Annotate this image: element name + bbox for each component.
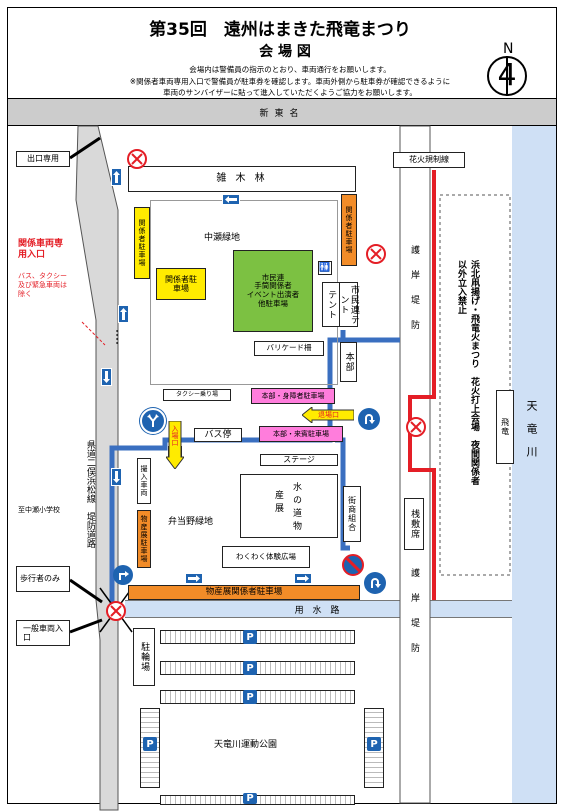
school-label: 至中瀬小学校 <box>18 506 60 514</box>
citizen-parking: 市民連 手筒関係者 イベント出演者 他駐車場 <box>233 250 313 332</box>
stage-box: ステージ <box>260 454 338 466</box>
staff-parking-yellow: 関係者駐車場 <box>156 268 206 300</box>
honbu-box: 本部 <box>340 342 357 382</box>
guest-parking: 本部・来賓駐車場 <box>259 426 343 442</box>
tenryu-river-label: 天竜川 <box>525 400 538 469</box>
parking-row-4 <box>160 795 355 805</box>
arrow-down-icon-2 <box>111 468 122 486</box>
no-entry-icon-2 <box>366 244 386 264</box>
products-staff-parking: 物産展関係者駐車場 <box>128 585 360 600</box>
split-direction-icon <box>140 408 166 434</box>
wakuwaku-box: わくわく体験広場 <box>222 546 310 568</box>
arrow-down-icon-1 <box>101 368 112 386</box>
parking-icon-3: P <box>243 690 257 704</box>
arrow-right-icon-2 <box>294 573 312 584</box>
entry-label: 入場口 <box>171 425 179 446</box>
zokibayashi-area: 雑 木 林 <box>128 166 356 192</box>
products-parking-v: 物産展駐車場 <box>137 510 151 568</box>
arrow-up-icon-2 <box>118 305 129 323</box>
parking-row-3 <box>160 690 355 704</box>
taxi-box: タクシー乗り場 <box>163 389 231 401</box>
no-entry-icon-4 <box>106 601 126 621</box>
no-entry-icon-1 <box>127 149 147 169</box>
parking-icon-1: P <box>243 630 257 644</box>
north-letter: N <box>503 41 514 57</box>
arrow-up-icon-1 <box>111 168 122 186</box>
barricade-box: バリケード柵 <box>254 341 324 356</box>
fireworks-site-label: 浜北凧揚げ・飛竜火まつり 花火打上会場 夜間関係者以外立入禁止 <box>456 260 479 485</box>
pedestrian-box: 歩行者のみ <box>16 566 70 592</box>
kendo-label: 県道二俣浜松線 堤防道路 <box>84 440 95 548</box>
parking-icon-2: P <box>243 661 257 675</box>
hiryu-box: 飛竜 <box>496 390 514 464</box>
uturn-icon-2 <box>364 572 386 594</box>
no-entry-icon-3 <box>406 417 426 437</box>
exit-arrow: 退場口 <box>301 405 355 425</box>
no-parking-icon <box>342 554 364 576</box>
product-exhibit-area <box>240 474 338 538</box>
sports-park-label: 天竜川運動公園 <box>214 740 278 750</box>
staff-parking-right: 関係者駐車場 <box>341 194 357 266</box>
fireworks-line-box: 花火規制線 <box>393 152 465 168</box>
staff-parking-left: 関係者駐車場 <box>134 207 150 279</box>
disabled-parking: 本部・身障者駐車場 <box>251 388 335 404</box>
exit-only-box: 出口専用 <box>16 151 70 167</box>
staff-entry-note: バス、タクシー及び緊急車両は除く <box>18 272 67 298</box>
sanpin-label: 産展 <box>273 490 283 516</box>
toilet-icon-1: 🚻 <box>318 261 332 275</box>
gogan-label-1: 護岸堤防 <box>409 245 419 345</box>
bentou-ryokuchi-label: 弁当野緑地 <box>168 517 214 527</box>
bus-stop-box: バス停 <box>194 428 242 442</box>
citizen-tent-box: 市民連テント <box>339 282 359 327</box>
parking-row-2 <box>160 661 355 675</box>
tent-box: テント <box>322 282 340 327</box>
notice-line-2: ※関係者車両専用入口で警備員が駐車券を確認します。車両外側から駐車券が確認できる… <box>129 77 451 86</box>
sankaku-box: 桟敷席 <box>404 498 424 550</box>
yousuiro-label: 用 水 路 <box>294 605 343 616</box>
mizu-no-michi-label: 水の道物 <box>291 482 301 534</box>
gaisho-box: 街商組合 <box>343 486 361 542</box>
page-subtitle: 会 場 図 <box>259 44 311 60</box>
bike-parking-box: 駐輪場 <box>133 628 155 686</box>
entry-arrow: 入場口 <box>165 420 185 470</box>
parking-icon-6: P <box>243 793 257 804</box>
turn-icon <box>113 565 133 585</box>
staff-entry-title: 関係車両専用入口 <box>18 239 64 260</box>
shintomei-label: 新東名 <box>259 108 305 119</box>
notice-line-1: 会場内は警備員の指示のとおり、車両通行をお願いします。 <box>189 65 391 74</box>
satsuei-box: 撮入車両 <box>137 458 151 504</box>
gogan-label-2: 護岸堤防 <box>409 568 419 668</box>
arrow-right-icon-1 <box>185 573 203 584</box>
north-line <box>506 56 508 96</box>
arrow-left-icon <box>222 194 240 205</box>
notice-line-3: 車両のサンバイザーに貼って進入していただくようご協力をお願いします。 <box>163 88 417 97</box>
nakaze-ryokuchi-label: 中瀬緑地 <box>204 233 241 243</box>
tenryu-river <box>512 126 556 803</box>
exit-label: 退場口 <box>318 411 339 419</box>
uturn-icon-1 <box>358 408 380 430</box>
general-entry-box: 一般車両入口 <box>16 620 70 646</box>
parking-icon-4: P <box>143 737 157 751</box>
parking-icon-5: P <box>367 737 381 751</box>
parking-row-1 <box>160 630 355 644</box>
shintomei-road: 新東名 <box>8 98 556 126</box>
page-title: 第35回 遠州はまきた飛竜まつり <box>149 20 411 40</box>
